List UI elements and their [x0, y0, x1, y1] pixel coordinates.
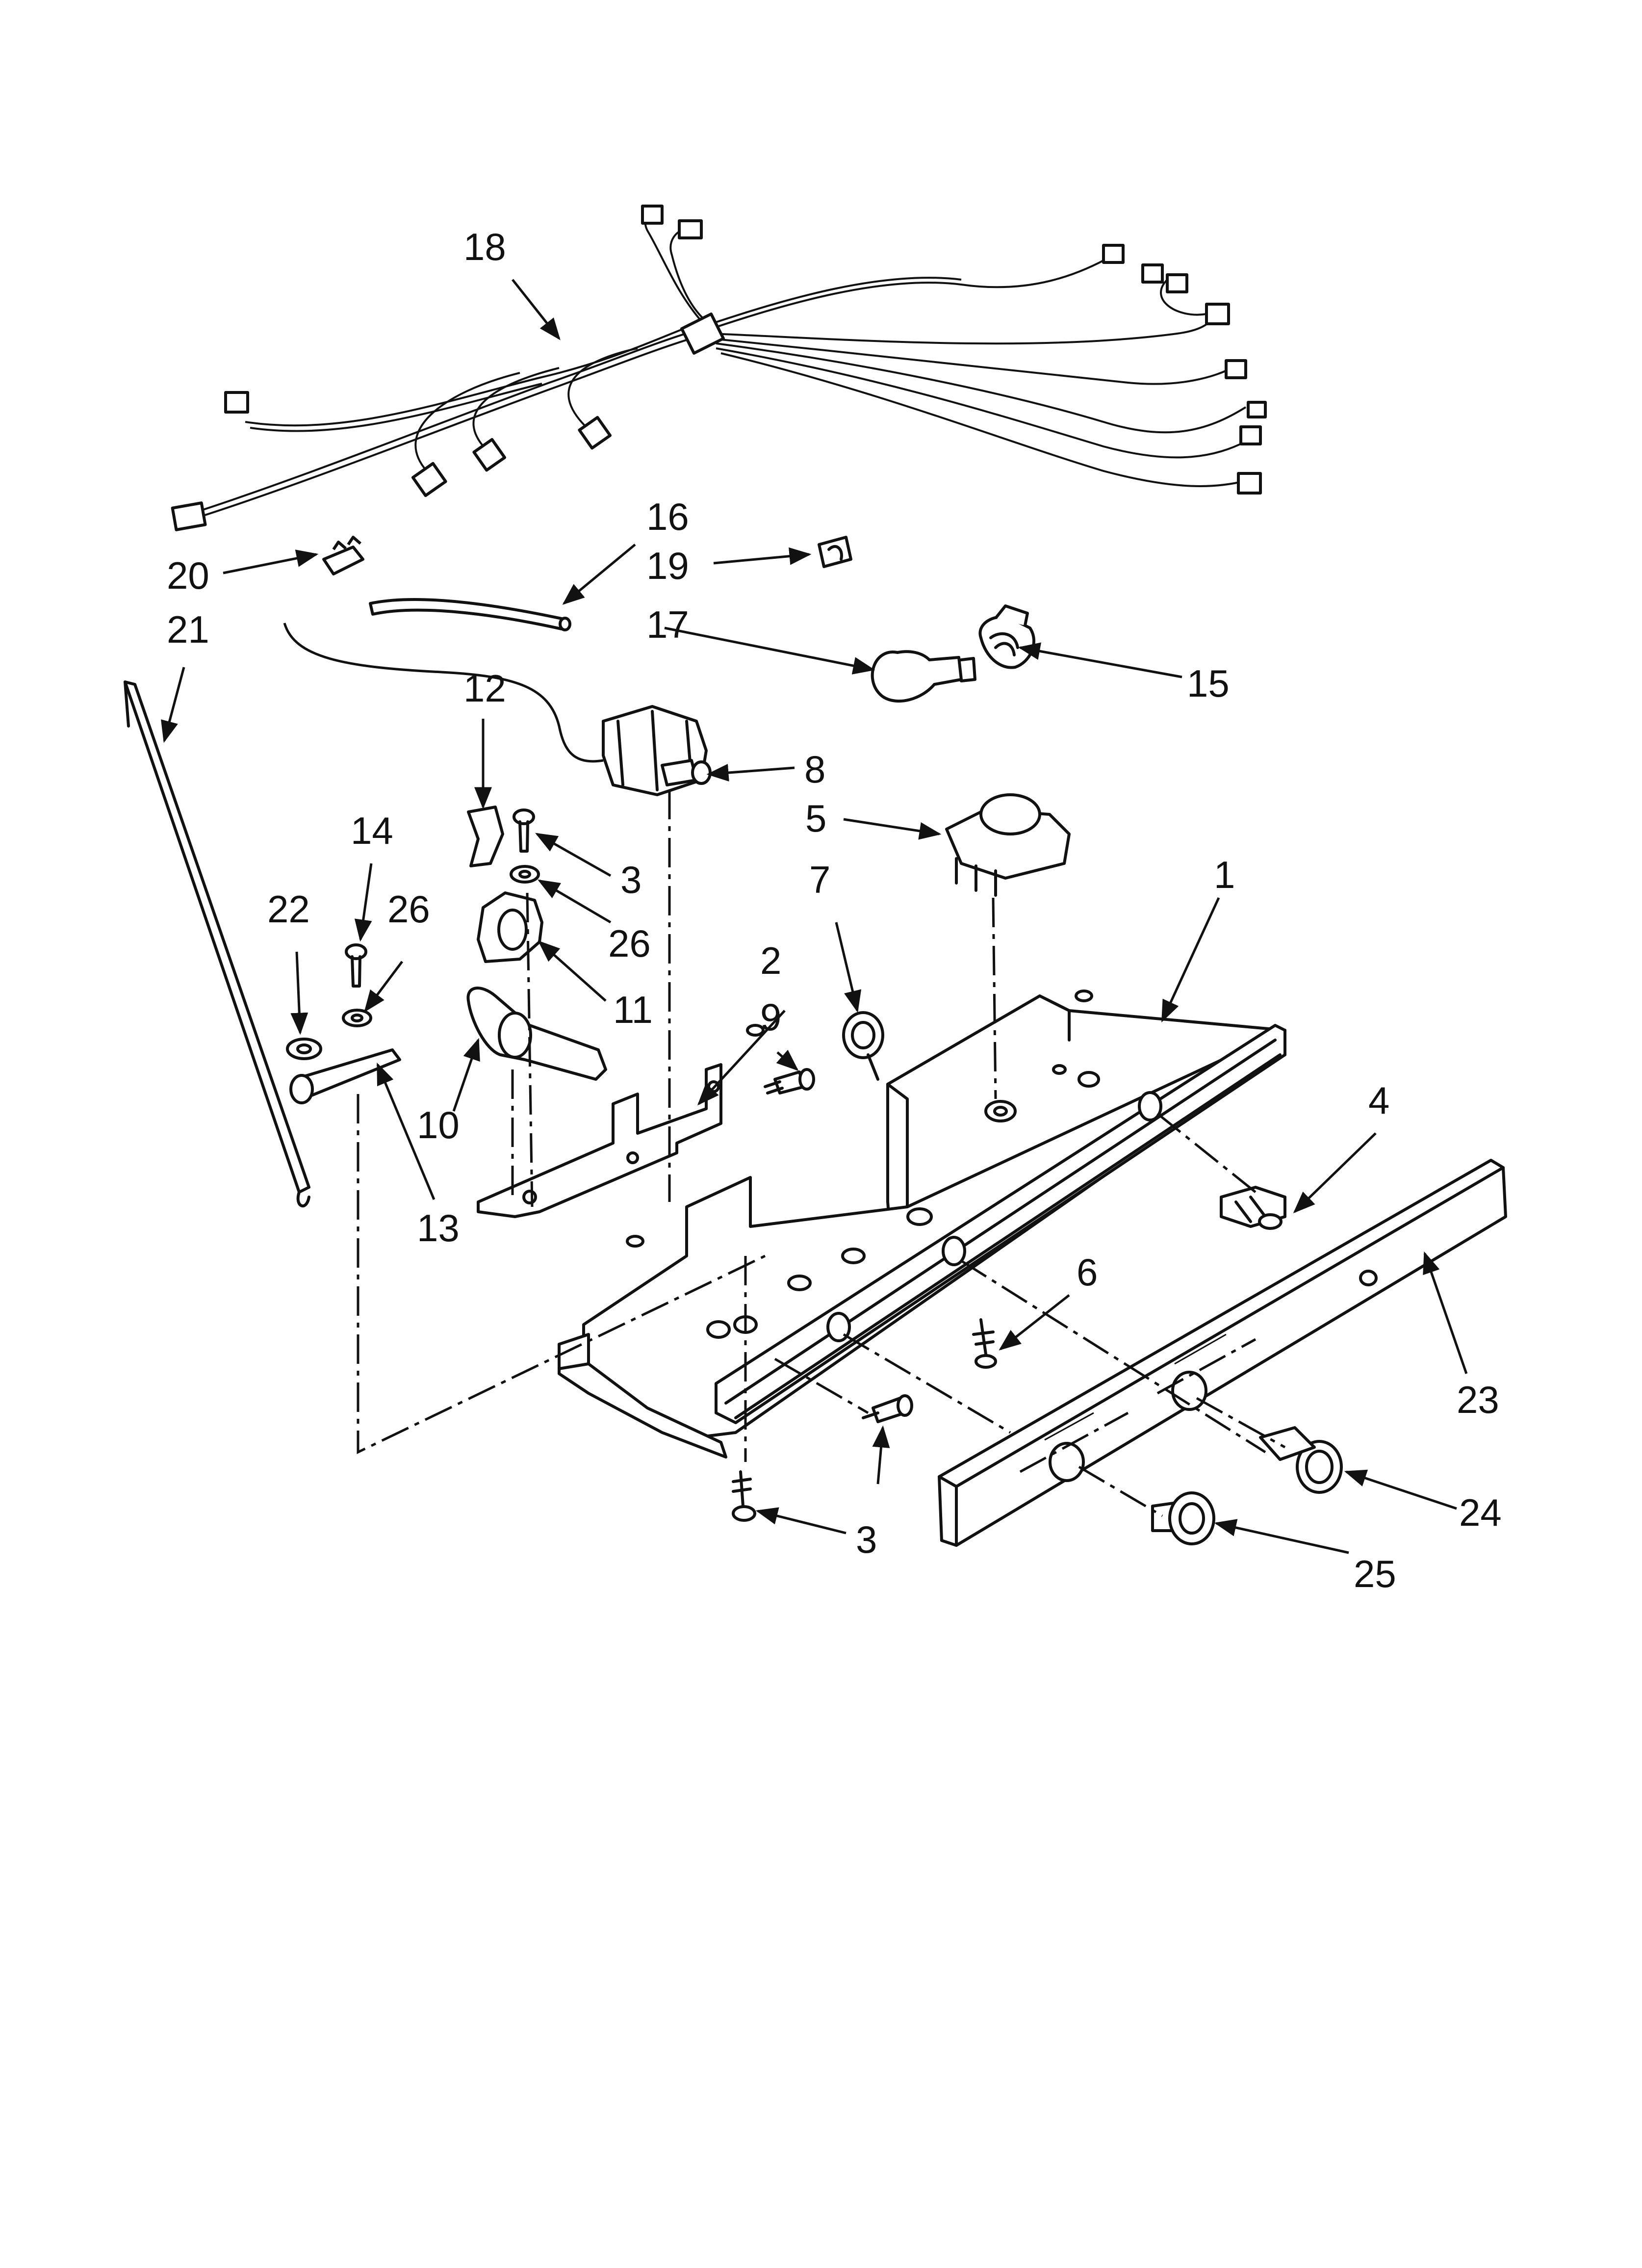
callout-18: 18 [463, 225, 506, 268]
rod-21 [124, 680, 310, 1208]
callout-5: 5 [805, 797, 826, 840]
callout-15: 15 [1187, 662, 1230, 705]
callout-2: 2 [760, 939, 781, 982]
callout-26-right: 26 [608, 922, 651, 965]
alignment-lines [357, 790, 1286, 1517]
callout-3-upper: 3 [620, 858, 641, 901]
callout-20: 20 [167, 554, 209, 597]
screw-9 [764, 1068, 815, 1095]
control-housing-1 [558, 990, 1286, 1459]
callout-6: 6 [1077, 1251, 1098, 1294]
screw-3-upper [513, 808, 535, 853]
switch-4 [1220, 1186, 1286, 1230]
screw-3-rail [862, 1394, 913, 1423]
clip-12 [467, 806, 504, 867]
washer-26-upper [510, 865, 540, 884]
bracket-11 [477, 891, 543, 963]
callout-10: 10 [417, 1103, 460, 1147]
screw-3-bottom [732, 1470, 756, 1522]
callout-25: 25 [1354, 1552, 1396, 1595]
callout-17: 17 [646, 603, 689, 646]
callout-12: 12 [463, 667, 506, 710]
knob-25 [1151, 1491, 1215, 1545]
callout-19: 19 [646, 544, 689, 587]
callout-22: 22 [267, 887, 310, 931]
callout-11: 11 [613, 988, 653, 1031]
callout-9: 9 [760, 995, 781, 1039]
washer-26-lower [342, 1009, 372, 1027]
light-bulb-17 [871, 650, 976, 703]
knob-24 [1259, 1426, 1343, 1494]
callout-14: 14 [351, 809, 393, 852]
lever-13 [289, 1048, 401, 1104]
callout-23: 23 [1457, 1378, 1499, 1421]
callout-1: 1 [1214, 853, 1235, 896]
wire-tie-19 [818, 536, 852, 568]
leader-lines [161, 279, 1468, 1554]
callout-labels: 18 20 21 16 19 17 15 12 8 5 14 3 7 1 22 … [167, 225, 1502, 1595]
wire-harness [171, 205, 1267, 531]
screw-6 [972, 1318, 997, 1369]
bracket-2 [477, 1063, 722, 1218]
callout-21: 21 [167, 608, 209, 651]
callout-4: 4 [1368, 1079, 1389, 1122]
control-thermostat-8 [283, 623, 712, 796]
callout-16: 16 [646, 495, 689, 538]
callout-13: 13 [417, 1206, 460, 1250]
callout-8: 8 [804, 748, 825, 791]
knob-shaft-10 [466, 987, 607, 1081]
screw-14 [345, 943, 367, 988]
control-panel-23 [938, 1159, 1507, 1547]
callout-3-lower: 3 [856, 1518, 877, 1561]
callout-7: 7 [809, 858, 830, 901]
tube-16 [369, 598, 571, 631]
bulb-socket-15 [978, 604, 1036, 669]
washer-22 [286, 1038, 322, 1060]
light-socket-7 [842, 1011, 884, 1081]
callout-24: 24 [1459, 1491, 1502, 1534]
callout-26-left: 26 [387, 887, 430, 931]
wire-clip-20 [322, 536, 364, 575]
defrost-timer-5 [945, 793, 1071, 897]
